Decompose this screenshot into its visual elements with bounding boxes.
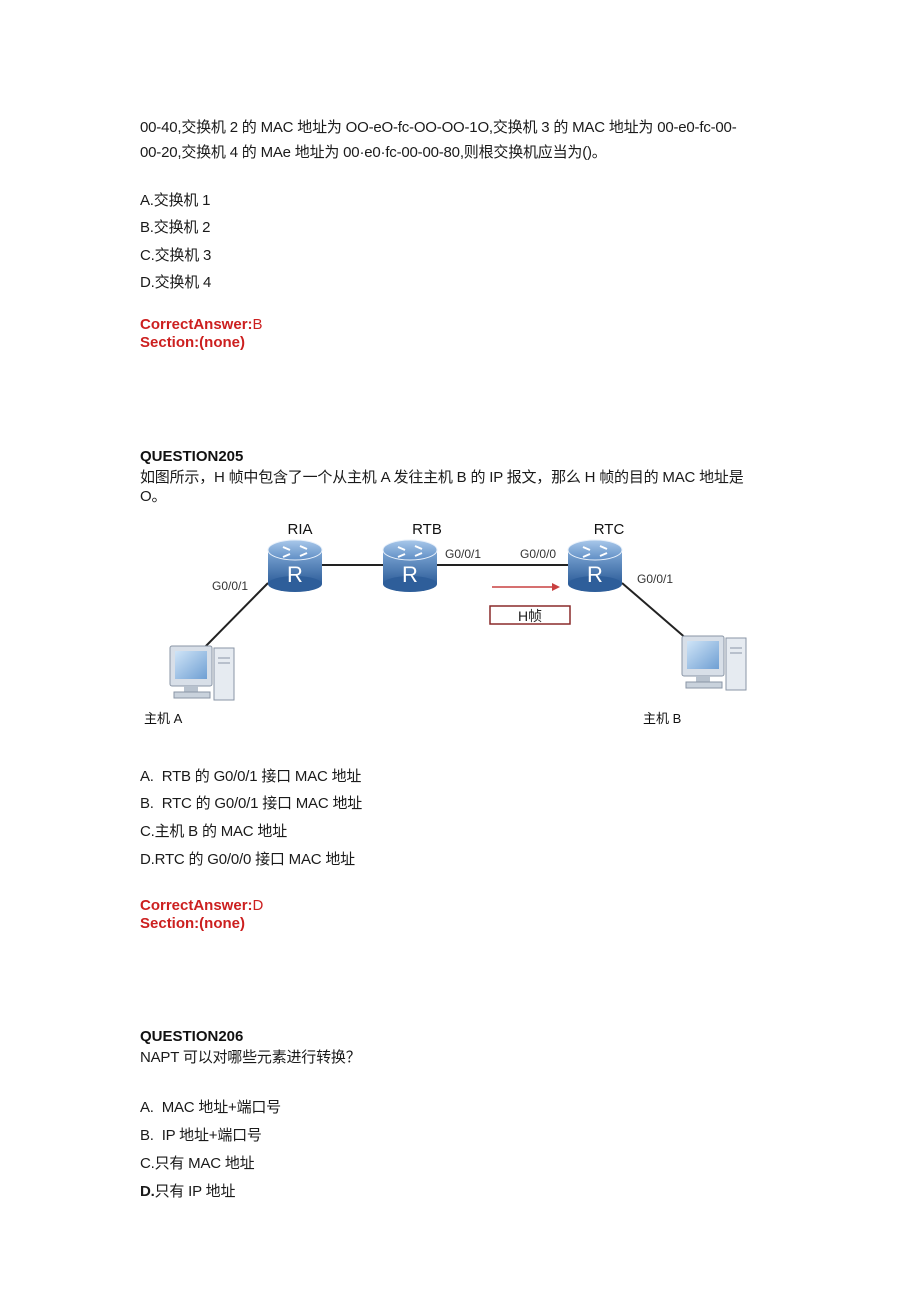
q204-option-a: A.交换机 1: [140, 192, 211, 209]
answer-value: D: [252, 897, 264, 914]
q204-option-b: B.交换机 2: [140, 219, 211, 236]
router-rtc-label: RTC: [594, 521, 625, 538]
q204-section: Section:(none): [140, 334, 245, 351]
q204-option-c: C.交换机 3: [140, 247, 212, 264]
q205-text-line1: 如图所示，H 帧中包含了一个从主机 A 发往主机 B 的 IP 报文，那么 H …: [140, 469, 744, 486]
answer-label: CorrectAnswer:: [140, 316, 253, 333]
frame-direction-arrow: [492, 583, 560, 591]
port-ria-g001: G0/0/1: [212, 579, 248, 593]
q205-section: Section:(none): [140, 915, 245, 932]
port-rtc-g001: G0/0/1: [637, 572, 673, 586]
router-ria-glyph: R: [287, 562, 303, 587]
q205-title: QUESTION205: [140, 448, 244, 465]
q206-option-d-text: 只有 IP 地址: [154, 1183, 236, 1200]
router-rtb-icon: R: [382, 539, 438, 592]
router-rtc-glyph: R: [587, 562, 603, 587]
q205-text-line2: O。: [140, 488, 167, 505]
q206-option-d-prefix: D.: [140, 1183, 155, 1200]
network-diagram: R R R RIA RTB RTC G0/0/1 G0/0/1 G0/0/0 G…: [144, 521, 747, 726]
port-rtb-g001: G0/0/1: [445, 547, 481, 561]
q204-text-line1: 00-40,交换机 2 的 MAC 地址为 OO-eO-fc-OO-OO-1O,…: [140, 119, 737, 136]
q205-option-c: C.主机 B 的 MAC 地址: [140, 823, 288, 840]
host-a-computer-icon: [169, 645, 235, 701]
router-rtb-glyph: R: [402, 562, 418, 587]
answer-label: CorrectAnswer:: [140, 897, 253, 914]
q206-text-line1: NAPT 可以对哪些元素进行转换？: [140, 1049, 361, 1066]
port-rtc-g000: G0/0/0: [520, 547, 556, 561]
router-ria-icon: R: [267, 539, 323, 592]
q205-correct-answer: CorrectAnswer:D: [140, 897, 263, 914]
q206-title: QUESTION206: [140, 1028, 244, 1045]
host-a-label: 主机 A: [144, 711, 183, 726]
host-b-label: 主机 B: [643, 711, 681, 726]
h-frame-box: [489, 605, 571, 625]
h-frame-label: H帧: [518, 608, 542, 624]
link-rtc-host-b: [621, 582, 689, 641]
q205-option-b: B. RTC 的 G0/0/1 接口 MAC 地址: [140, 795, 363, 812]
q206-option-a: A. MAC 地址+端口号: [140, 1099, 281, 1116]
q204-correct-answer: CorrectAnswer:B: [140, 316, 263, 333]
router-ria-label: RIA: [287, 521, 312, 538]
host-b-computer-icon: [681, 635, 747, 691]
q205-option-a: A. RTB 的 G0/0/1 接口 MAC 地址: [140, 768, 362, 785]
q206-option-b: B. IP 地址+端口号: [140, 1127, 262, 1144]
router-rtb-label: RTB: [412, 521, 442, 538]
q205-option-d: D.RTC 的 G0/0/0 接口 MAC 地址: [140, 851, 355, 868]
router-rtc-icon: R: [567, 539, 623, 592]
link-ria-host-a: [201, 582, 269, 651]
q204-text-line2: 00-20,交换机 4 的 MAe 地址为 00·e0·fc-00-00-80,…: [140, 144, 607, 161]
q206-option-d: D.只有 IP 地址: [140, 1180, 235, 1201]
answer-value: B: [252, 316, 263, 333]
q206-option-c: C.只有 MAC 地址: [140, 1155, 255, 1172]
q204-option-d: D.交换机 4: [140, 274, 212, 291]
